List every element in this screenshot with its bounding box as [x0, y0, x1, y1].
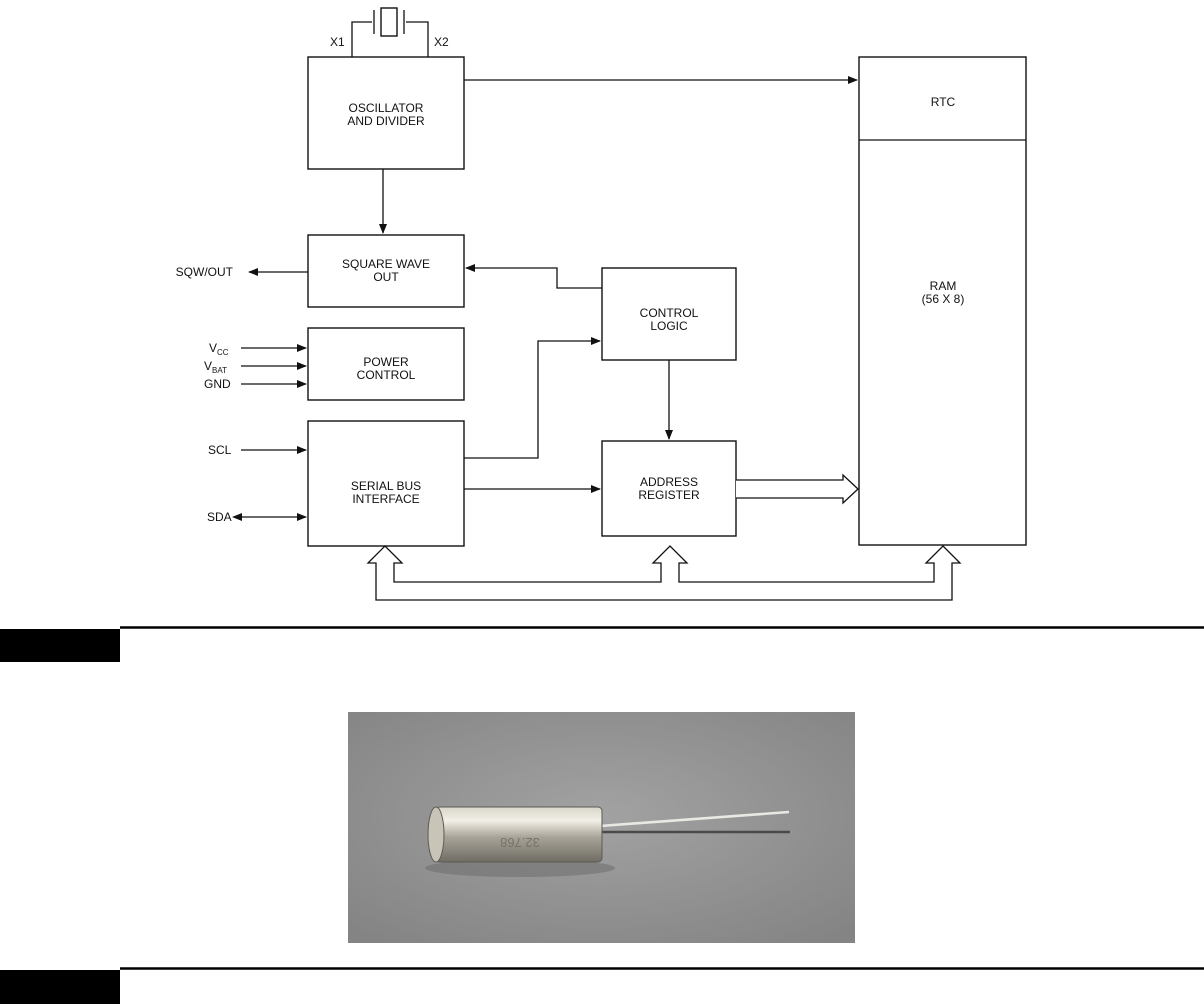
oscillator-label-line1: OSCILLATOR	[349, 101, 424, 115]
crystal-photo: 32.768	[348, 712, 855, 943]
serial-bus-label-line2: INTERFACE	[352, 492, 419, 506]
control-logic-label-line2: LOGIC	[650, 319, 688, 333]
figure-tab-bottom	[0, 970, 120, 1004]
serial-bus-label-line1: SERIAL BUS	[351, 479, 421, 493]
sda-pin-label: SDA	[207, 510, 232, 524]
gnd-pin-label: GND	[204, 377, 231, 391]
crystal-marking-text: 32.768	[500, 835, 540, 850]
address-register-label-line2: REGISTER	[638, 488, 700, 502]
sqw-out-pin-label: SQW/OUT	[176, 265, 234, 279]
crystal-symbol	[352, 8, 428, 57]
control-to-sqw-arrow	[466, 268, 602, 288]
address-to-ram-bus	[736, 475, 858, 503]
ram-label-line2: (56 X 8)	[922, 292, 965, 306]
address-register-label-line1: ADDRESS	[640, 475, 698, 489]
square-wave-label-line2: OUT	[373, 270, 399, 284]
rtc-label: RTC	[931, 95, 956, 109]
vcc-pin-label: VCC	[209, 341, 229, 357]
serial-to-control-arrow	[464, 341, 600, 458]
oscillator-label-line2: AND DIVIDER	[347, 114, 425, 128]
scl-pin-label: SCL	[208, 443, 232, 457]
crystal-pin-x1-label: X1	[330, 35, 345, 49]
crystal-pin-x2-label: X2	[434, 35, 449, 49]
square-wave-label-line1: SQUARE WAVE	[342, 257, 430, 271]
internal-data-bus	[368, 546, 960, 600]
ram-label-line1: RAM	[930, 279, 957, 293]
power-control-label-line1: POWER	[363, 355, 409, 369]
figure-tab-top	[0, 629, 120, 662]
power-control-label-line2: CONTROL	[357, 368, 416, 382]
vbat-pin-label: VBAT	[204, 359, 227, 375]
control-logic-label-line1: CONTROL	[640, 306, 699, 320]
